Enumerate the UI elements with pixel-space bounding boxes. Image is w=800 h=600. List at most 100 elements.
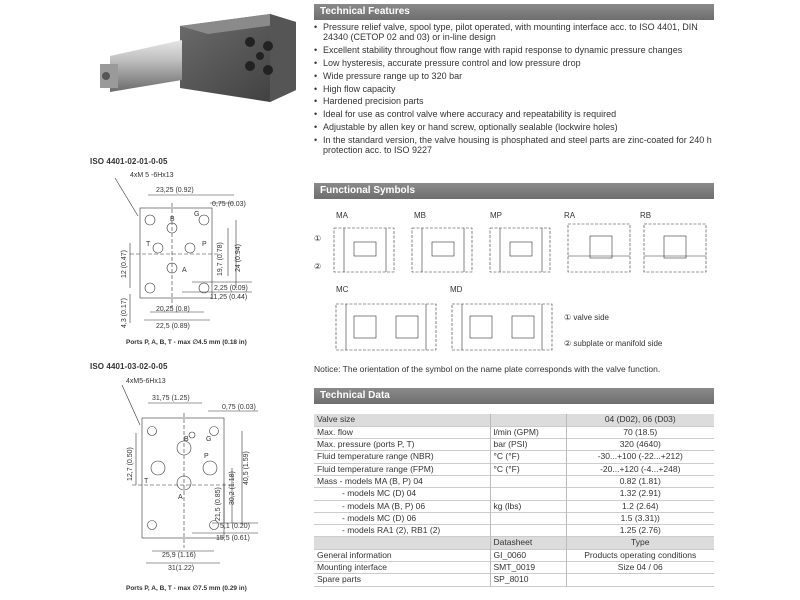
top-dim-9: 20,25 (0.8) [156, 306, 190, 313]
top-port-a: A [182, 267, 187, 274]
functional-symbols-header: Functional Symbols [314, 183, 714, 199]
feature-item: Low hysteresis, accurate pressure contro… [314, 58, 724, 69]
table-cell-unit: GI_0060 [490, 549, 567, 562]
table-cell-label: Fluid temperature range (FPM) [314, 463, 491, 476]
top-port-p: P [202, 241, 207, 248]
bottom-screw-note: 4xM5-6Hx13 [126, 378, 166, 385]
drawing-top-caption: Ports P, A, B, T - max ∅4.5 mm (0.18 in) [126, 339, 247, 346]
symbols-orientation-note: Notice: The orientation of the symbol on… [314, 364, 661, 374]
bottom-dim-3: 12,7 (0.50) [127, 447, 134, 481]
table-cell-label: Max. pressure (ports P, T) [314, 438, 491, 451]
top-dim-1: 23,25 (0.92) [156, 187, 194, 194]
top-port-g: G [194, 211, 199, 218]
table-row: Max. pressure (ports P, T)bar (PSI)320 (… [314, 438, 714, 451]
table-cell-value: -30...+100 (-22...+212) [597, 451, 683, 462]
table-cell-unit [490, 512, 567, 525]
legend-marker-2: ② [564, 339, 571, 348]
top-dim-10: 22,5 (0.89) [156, 323, 190, 330]
table-cell-unit: SMT_0019 [490, 561, 567, 574]
features-list: Pressure relief valve, spool type, pilot… [314, 22, 724, 159]
table-cell-value: 1.2 (2.64) [622, 500, 659, 511]
table-cell-unit: SP_8010 [490, 573, 567, 587]
drawing-top-title: ISO 4401-02-01-0-05 [90, 157, 168, 166]
feature-item: Adjustable by allen key or hand screw, o… [314, 122, 724, 133]
table-row: Fluid temperature range (FPM)°C (°F)-20.… [314, 463, 714, 476]
table-cell-unit [490, 475, 567, 488]
table-cell-unit: l/min (GPM) [490, 426, 567, 439]
bottom-dim-4: 21,5 (0.85) [215, 487, 222, 521]
table-cell-value: 1.5 (3.31)) [620, 512, 660, 523]
top-screw-note: 4xM 5 -6Hx13 [130, 172, 174, 179]
table-cell-unit [490, 524, 567, 537]
table-row: Fluid temperature range (NBR)°C (°F)-30.… [314, 450, 714, 464]
feature-item: Ideal for use as control valve where acc… [314, 109, 724, 120]
table-cell-value: 1.32 (2.91) [619, 488, 661, 499]
top-dim-6: 4,3 (0.17) [121, 298, 128, 328]
symbol-label-ma: MA [336, 211, 349, 220]
bottom-dim-10: 31(1.22) [168, 565, 194, 572]
top-dim-2: 0,75 (0.03) [212, 201, 246, 208]
feature-item: Pressure relief valve, spool type, pilot… [314, 22, 724, 43]
table-cell-unit: °C (°F) [490, 450, 567, 464]
top-port-b: B [170, 216, 175, 223]
table-cell-value: 04 (D02), 06 (D03) [566, 414, 714, 427]
top-dim-4: 24 (0.94) [235, 244, 242, 272]
table-cell-label: Mounting interface [314, 561, 491, 574]
bottom-port-b: B [184, 436, 189, 443]
table-cell-value: 1.25 (2.76) [619, 525, 661, 536]
symbol-label-mc: MC [336, 285, 349, 294]
table-cell-label: - models RA1 (2), RB1 (2) [314, 524, 491, 537]
row-marker-2: ② [314, 262, 321, 271]
symbol-label-rb: RB [640, 211, 651, 220]
table-cell-label: Max. flow [314, 426, 491, 439]
drawing-bottom-caption: Ports P, A, B, T - max ∅7.5 mm (0.29 in) [126, 585, 247, 592]
bottom-dim-6: 40,5 (1.59) [243, 451, 250, 485]
table-cell-value: 0.82 (1.81) [619, 475, 661, 486]
table-cell-label: Spare parts [314, 573, 491, 587]
row-marker-1: ① [314, 234, 321, 243]
technical-data-header: Technical Data [314, 388, 714, 404]
bottom-dim-1: 31,75 (1.25) [152, 395, 190, 402]
mounting-drawing-bottom: 4xM5-6Hx13 31,75 (1.25) 0,75 (0.03) 12,7… [121, 378, 258, 572]
table-cell-unit: °C (°F) [490, 463, 567, 476]
feature-item: Excellent stability throughout flow rang… [314, 45, 724, 56]
table-cell-value: Products operating conditions [584, 549, 697, 560]
table-cell-label: - models MC (D) 06 [314, 512, 491, 525]
legend-subplate-side: ② subplate or manifold side [564, 339, 663, 348]
table-cell-label: General information [314, 549, 491, 562]
bottom-port-p: P [204, 453, 209, 460]
table-cell-unit: bar (PSI) [490, 438, 567, 451]
feature-item: In the standard version, the valve housi… [314, 135, 724, 156]
table-cell-unit: Datasheet [490, 536, 567, 550]
symbol-label-ra: RA [564, 211, 576, 220]
legend-text-2: subplate or manifold side [573, 339, 662, 348]
table-row: - models MC (D) 04 1.32 (2.91) [314, 487, 714, 501]
table-cell-unit: kg (lbs) [490, 500, 567, 513]
bottom-port-t: T [144, 478, 149, 485]
table-cell-value: Type [566, 536, 714, 550]
top-dim-3: 19,7 (0.78) [217, 242, 224, 276]
valve-product-image [100, 14, 296, 102]
feature-item: Hardened precision parts [314, 97, 724, 108]
bottom-dim-9: 25,9 (1.16) [162, 552, 196, 559]
top-dim-7: 2,25 (0.09) [214, 285, 248, 292]
top-dim-8: 11,25 (0.44) [210, 294, 247, 301]
table-row: - models MC (D) 06 1.5 (3.31)) [314, 512, 714, 525]
technical-features-header: Technical Features [314, 4, 714, 20]
feature-item: High flow capacity [314, 84, 724, 95]
table-cell-unit [490, 414, 567, 427]
bottom-dim-5: 30,2 (1.18) [229, 471, 236, 505]
symbol-label-mp: MP [490, 211, 502, 220]
table-cell-label: - models MA (B, P) 06 [314, 500, 491, 513]
bottom-dim-2: 0,75 (0.03) [222, 404, 256, 411]
symbol-label-mb: MB [414, 211, 426, 220]
table-cell-label: - models MC (D) 04 [314, 487, 491, 501]
table-cell-value: Size 04 / 06 [617, 562, 663, 573]
bottom-dim-8: 15,5 (0.61) [216, 535, 250, 542]
